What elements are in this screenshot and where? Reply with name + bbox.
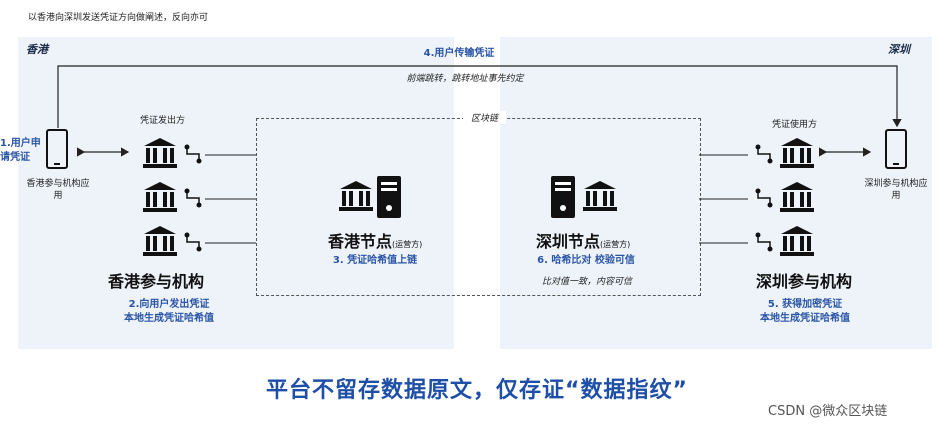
hk-phone-icon [46,129,68,169]
step-2-label: 2.向用户发出凭证 本地生成凭证哈希值 [124,299,214,324]
sz-link-icon-3 [755,232,773,256]
sz-link-icon-2 [755,188,773,212]
hk-node-title: 香港节点(运营方) [328,232,423,251]
sz-link-icon-1 [755,144,773,168]
hk-link-icon-2 [184,188,202,212]
hk-link-icon-1 [184,144,202,168]
slogan: 平台不留存数据原文，仅存证“数据指纹” [266,378,688,403]
hk-bank-icon-3 [142,225,178,261]
step-4-label: 4.用户传输凭证 [423,48,495,59]
sz-node-server-icon [551,176,575,222]
sz-bank-icon-3 [779,225,815,261]
hk-node-server-icon [377,176,401,222]
step-6-note: 比对值一致，内容可信 [541,277,632,287]
csdn-watermark: CSDN @微众区块链 [768,404,888,419]
hk-bank-icon-2 [142,181,178,217]
sz-region-label: 深圳 [888,43,910,56]
hk-app-label: 香港参与机构应用 [26,179,90,201]
user-side-label: 凭证使用方 [772,120,818,130]
sz-node-bank-icon [582,180,618,216]
blockchain-label: 区块链 [463,111,507,124]
step-1-label: 1.用户申请凭证 [0,138,41,163]
step-4-note: 前端跳转，跳转地址事先约定 [406,74,524,84]
sz-bank-icon-1 [779,137,815,173]
hk-bank-icon-1 [142,137,178,173]
sz-phone-icon [885,129,907,169]
hk-node-bank-icon [338,180,374,216]
hk-org-title: 香港参与机构 [108,272,205,291]
step-3-label: 3. 凭证哈希值上链 [332,255,418,266]
step-6-label: 6. 哈希比对 校验可信 [537,255,635,266]
sz-org-title: 深圳参与机构 [756,272,853,291]
hk-link-icon-3 [184,232,202,256]
sz-bank-icon-2 [779,181,815,217]
header-note: 以香港向深圳发送凭证方向做阐述，反向亦可 [28,13,209,23]
sz-node-title: 深圳节点(运营方) [536,232,631,251]
issuer-label: 凭证发出方 [140,116,186,126]
step-5-label: 5. 获得加密凭证 本地生成凭证哈希值 [760,299,850,324]
hk-region-label: 香港 [26,43,48,56]
sz-app-label: 深圳参与机构应用 [864,179,928,201]
